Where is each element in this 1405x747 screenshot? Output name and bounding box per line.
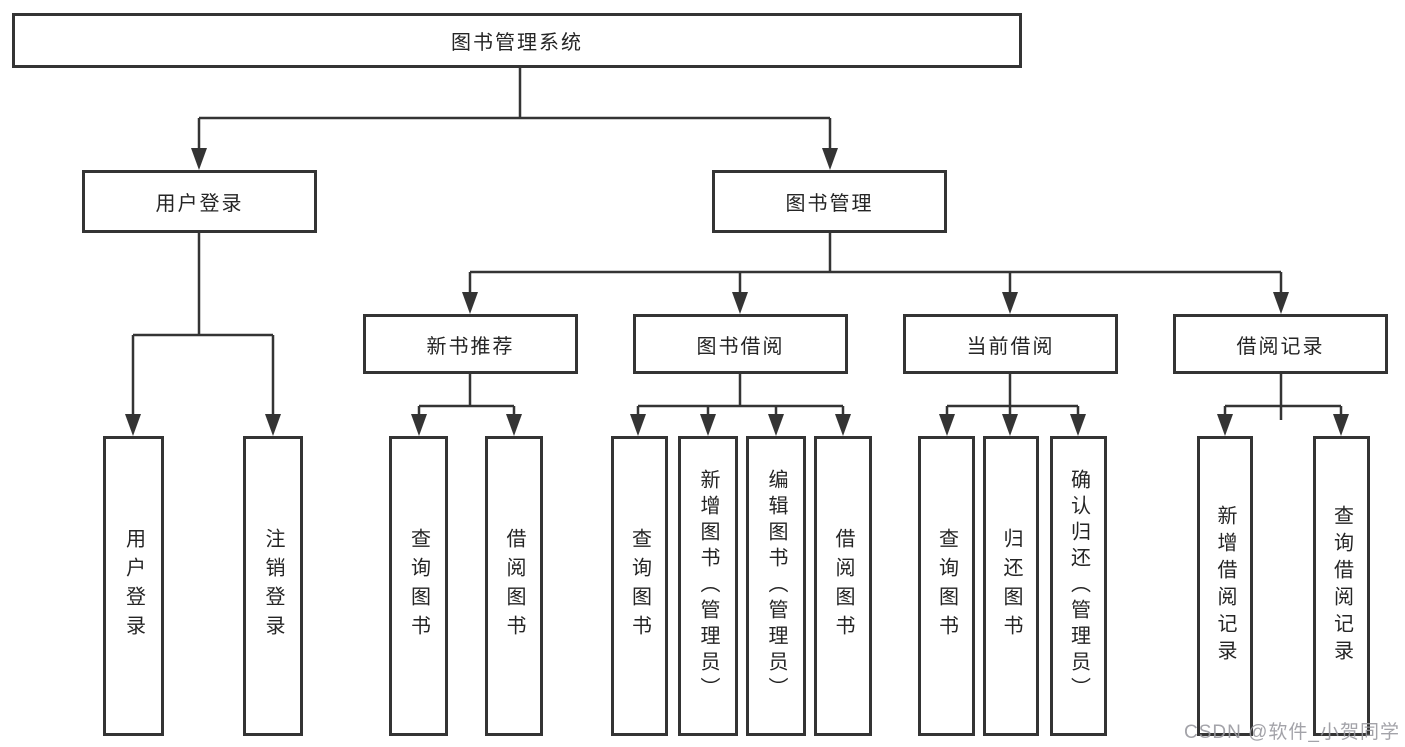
node-new-book-recommendation: 新书推荐 <box>363 314 578 374</box>
leaf-query-borrow-record: 查询借阅记录 <box>1313 436 1370 736</box>
leaf-edit-books-admin: 编辑图书（管理员） <box>746 436 806 736</box>
leaf-add-books-admin: 新增图书（管理员） <box>678 436 738 736</box>
node-book-management: 图书管理 <box>712 170 947 233</box>
leaf-user-login: 用户登录 <box>103 436 164 736</box>
leaf-add-borrow-record: 新增借阅记录 <box>1197 436 1253 736</box>
node-user-login: 用户登录 <box>82 170 317 233</box>
leaf-borrow-borrow-books: 借阅图书 <box>814 436 872 736</box>
leaf-rec-borrow-books: 借阅图书 <box>485 436 543 736</box>
node-library-management-system: 图书管理系统 <box>12 13 1022 68</box>
leaf-confirm-return-admin: 确认归还（管理员） <box>1050 436 1107 736</box>
node-borrowing-records: 借阅记录 <box>1173 314 1388 374</box>
leaf-logout: 注销登录 <box>243 436 303 736</box>
node-book-borrowing: 图书借阅 <box>633 314 848 374</box>
leaf-current-query-books: 查询图书 <box>918 436 975 736</box>
leaf-rec-query-books: 查询图书 <box>389 436 448 736</box>
node-current-borrowing: 当前借阅 <box>903 314 1118 374</box>
leaf-borrow-query-books: 查询图书 <box>611 436 668 736</box>
csdn-watermark: CSDN @软件_小贺同学 <box>1184 722 1400 743</box>
leaf-return-books: 归还图书 <box>983 436 1039 736</box>
arrowhead-group <box>125 148 1349 436</box>
